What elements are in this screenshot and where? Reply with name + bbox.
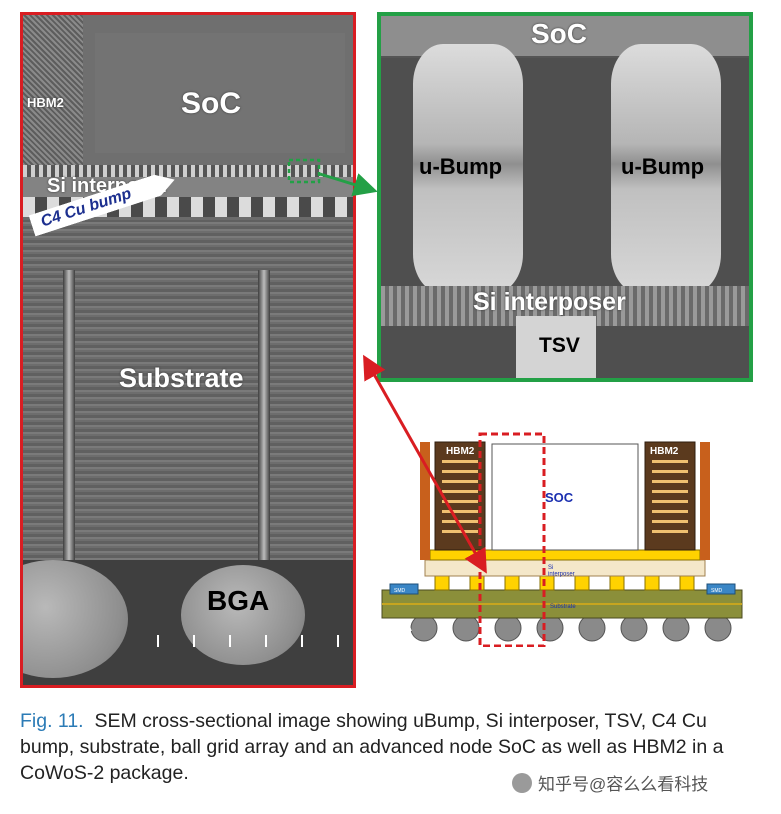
sem-tick [157,635,159,647]
sem-substrate-via [63,270,75,560]
bga-ball [704,614,732,642]
figure-label: Fig. 11. [20,710,84,732]
bga-ball [662,614,690,642]
schematic-label-smd-left: SMD [394,588,406,594]
zoom-label-ubump-right: u-Bump [621,154,705,179]
zoom-ubump-left [413,44,523,294]
schematic-bga-balls [410,614,732,642]
wechat-icon [512,772,532,793]
figure-caption: Fig. 11. SEM cross-sectional image showi… [20,708,760,786]
sem-tick [301,635,303,647]
schematic-label-hbm2-left: HBM2 [446,446,475,457]
zoom-tsv [516,316,596,378]
zoom-label-ubump-left: u-Bump [419,154,503,179]
sem-bga-ball [181,565,305,665]
schematic-label-hbm2-right: HBM2 [650,446,679,457]
sem-hbm2-region [23,15,83,165]
sem-tick [193,635,195,647]
sem-overview-panel: HBM2 SoC Si interposer Substrate BGA [20,12,356,688]
schematic-label-smd-right: SMD [711,588,723,594]
bga-ball [620,614,648,642]
schematic-smd-right [706,583,736,595]
bga-ball [452,614,480,642]
zoom-label-soc: SoC [531,18,587,49]
schematic-c4-bumps [434,573,695,591]
schematic-hbm2-left [434,441,486,551]
label-hbm2: HBM2 [27,95,64,110]
sem-ubump-row [23,165,353,177]
sem-tick [229,635,231,647]
bga-ball [536,614,564,642]
sem-substrate-via [258,270,270,560]
schematic-label-bga: BGA [392,623,413,633]
caption-text: SEM cross-sectional image showing uBump,… [20,710,724,784]
watermark: 知乎号@容么么看科技 [512,770,708,795]
schematic-soc [491,443,639,551]
label-substrate: Substrate [119,363,244,393]
zoom-label-tsv: TSV [539,334,580,357]
sem-soc-die [95,33,345,153]
bga-ball [410,614,438,642]
watermark-text: 知乎号@容么么看科技 [538,775,709,794]
sem-substrate-layer [23,220,353,560]
schematic-hbm2-right [644,441,696,551]
schematic-smd-left [389,583,419,595]
schematic-label-soc: SOC [545,490,574,505]
sem-tick [337,635,339,647]
schematic-ubump-row [429,549,701,561]
bga-ball [578,614,606,642]
zoom-label-si-interposer: Si interposer [473,288,626,316]
schematic-stiffener-right [700,442,710,560]
label-bga: BGA [207,585,270,616]
schematic-label-substrate: Substrate [550,604,576,610]
zoom-ubump-right [611,44,721,294]
sem-tick [265,635,267,647]
label-soc: SoC [181,87,241,120]
schematic-stiffener-left [420,442,430,560]
bga-ball [494,614,522,642]
sem-zoom-panel: SoC u-Bump u-Bump Si interposer TSV [377,12,753,382]
